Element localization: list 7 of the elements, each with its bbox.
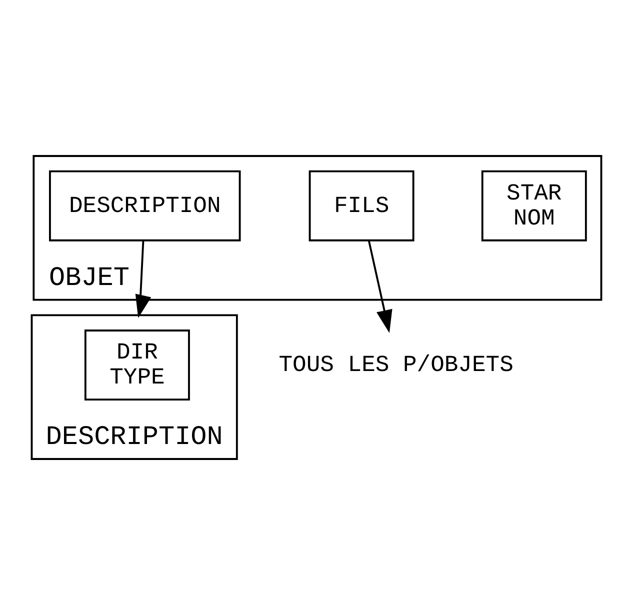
node-box: DIR TYPE [84,329,190,400]
arrow [135,240,152,318]
node-text: TOUS LES P/OBJETS [278,351,514,378]
arrow [368,240,392,333]
node-box: DESCRIPTION [49,170,241,241]
node-box: STAR NOM [481,170,587,241]
node-box: FILS [308,170,414,241]
